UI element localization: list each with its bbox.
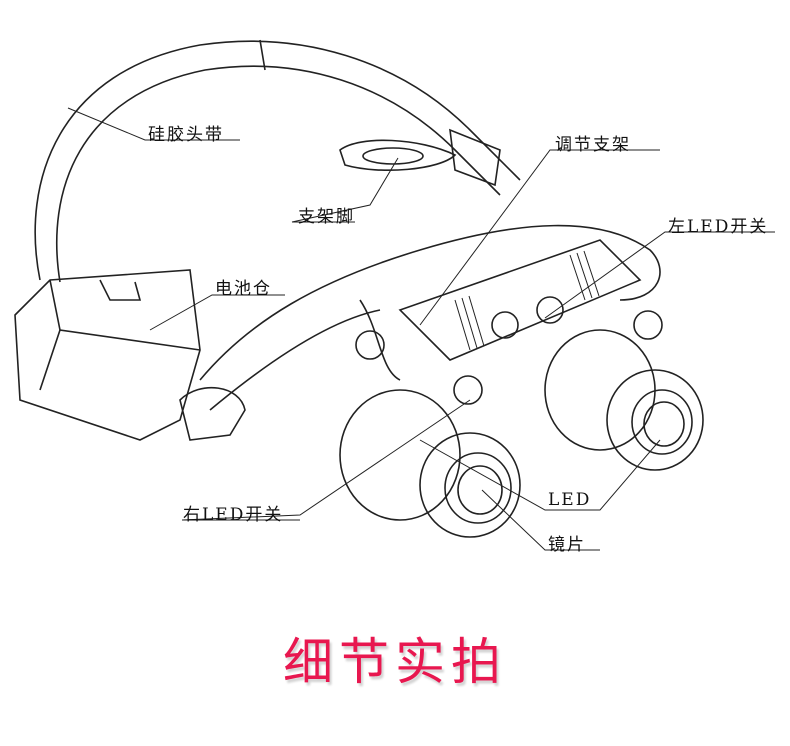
label-adjust-bracket: 调节支架 [555, 135, 631, 155]
label-left-led-switch: 左LED开关 [668, 217, 769, 237]
leader-lines [67, 107, 775, 551]
page-title: 细节实拍 [283, 633, 507, 691]
label-led: LED [548, 490, 592, 510]
headband [34, 39, 521, 283]
frame [199, 224, 661, 411]
headset-magnifier-illustration [14, 39, 775, 551]
label-battery: 电池仓 [215, 279, 272, 299]
right-lens-assembly [339, 375, 521, 538]
label-lens: 镜片 [548, 535, 586, 555]
label-right-led-switch: 右LED开关 [183, 505, 284, 525]
bracket-foot [339, 128, 501, 187]
adjust-bracket [355, 239, 642, 361]
label-bracket-foot: 支架脚 [298, 207, 355, 227]
left-lens-assembly [544, 310, 704, 471]
label-headband: 硅胶头带 [148, 125, 224, 145]
battery-box [14, 269, 246, 441]
